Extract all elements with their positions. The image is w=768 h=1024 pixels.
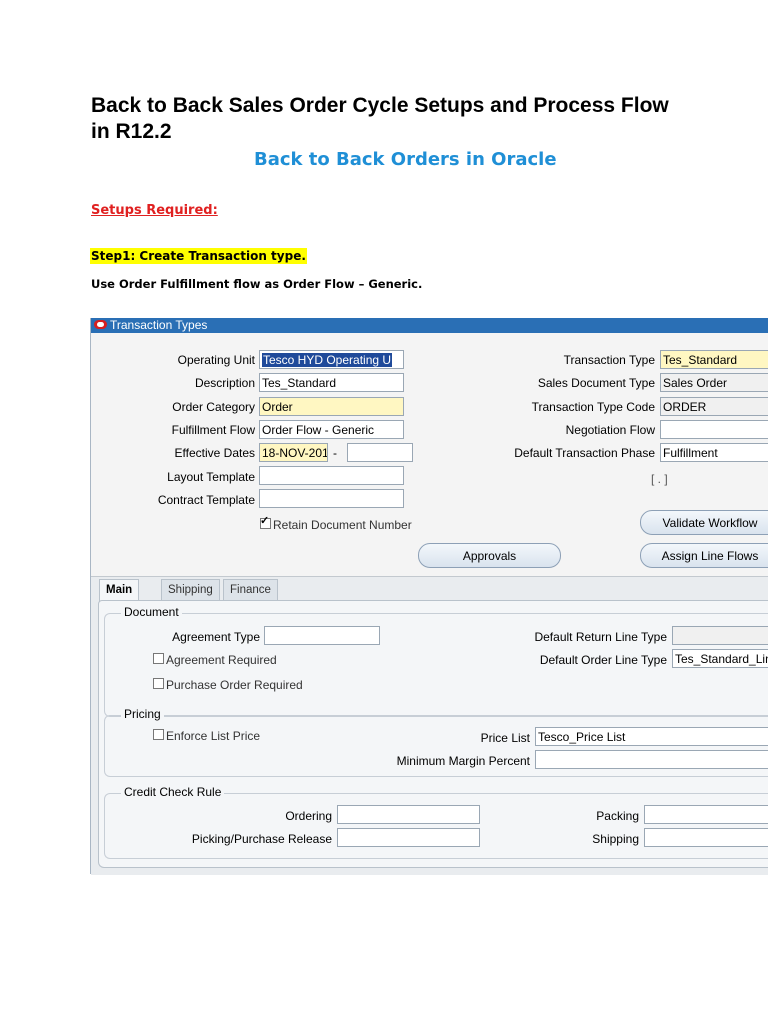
tab-shipping[interactable]: Shipping [161, 579, 220, 600]
effective-date-to-field[interactable] [347, 443, 413, 462]
checkbox-unchecked-icon [153, 729, 164, 740]
tab-finance[interactable]: Finance [223, 579, 278, 600]
credit-check-rule-group [104, 793, 768, 859]
agreement-required-checkbox[interactable]: Agreement Required [153, 653, 277, 667]
header-region: Operating Unit Tesco HYD Operating U Des… [91, 333, 768, 576]
fulfillment-flow-field[interactable]: Order Flow - Generic [259, 420, 404, 439]
transaction-type-code-label: Transaction Type Code [531, 400, 655, 414]
contract-template-field[interactable] [259, 489, 404, 508]
checkbox-checked-icon [260, 514, 271, 529]
agreement-type-field[interactable] [264, 626, 380, 645]
effective-date-from-field[interactable]: 18-NOV-201 [259, 443, 328, 462]
page-title: Back to Back Sales Order Cycle Setups an… [91, 94, 669, 143]
enforce-list-price-label: Enforce List Price [166, 729, 261, 743]
window-titlebar: Transaction Types [91, 318, 768, 333]
operating-unit-field[interactable]: Tesco HYD Operating U [259, 350, 404, 369]
transaction-type-code-field[interactable]: ORDER [660, 397, 768, 416]
price-list-field[interactable]: Tesco_Price List [535, 727, 768, 746]
po-required-checkbox[interactable]: Purchase Order Required [153, 678, 303, 692]
ordering-label: Ordering [285, 809, 332, 823]
credit-check-rule-heading: Credit Check Rule [121, 785, 225, 799]
sales-document-type-label: Sales Document Type [537, 376, 655, 390]
tab-main[interactable]: Main [99, 579, 140, 601]
enforce-list-price-checkbox[interactable]: Enforce List Price [153, 729, 260, 743]
document-group [104, 613, 768, 717]
oracle-logo-icon [94, 320, 107, 329]
main-tab-panel: Document Agreement Type Agreement Requir… [98, 600, 768, 868]
order-category-label: Order Category [172, 400, 255, 414]
shipping-label: Shipping [592, 832, 639, 846]
effective-dates-label: Effective Dates [174, 446, 255, 460]
layout-template-field[interactable] [259, 466, 404, 485]
default-return-line-type-field[interactable] [672, 626, 768, 645]
operating-unit-value: Tesco HYD Operating U [262, 353, 393, 367]
price-list-label: Price List [480, 731, 530, 745]
default-order-line-type-field[interactable]: Tes_Standard_Lin [672, 649, 768, 668]
agreement-type-label: Agreement Type [172, 630, 260, 644]
window-title: Transaction Types [110, 318, 208, 332]
sales-document-type-field[interactable]: Sales Order [660, 373, 768, 392]
subtitle: Back to Back Orders in Oracle [254, 149, 557, 170]
transaction-type-label: Transaction Type [563, 353, 655, 367]
po-required-label: Purchase Order Required [166, 678, 303, 692]
date-separator: - [333, 446, 337, 460]
retain-document-number-label: Retain Document Number [273, 518, 412, 532]
minimum-margin-percent-field[interactable] [535, 750, 768, 769]
transaction-types-window: Transaction Types Operating Unit Tesco H… [90, 318, 768, 875]
pricing-group [104, 715, 768, 777]
approvals-button[interactable]: Approvals [418, 543, 561, 568]
descriptive-flexfield[interactable]: [ . ] [651, 472, 668, 486]
operating-unit-label: Operating Unit [177, 353, 255, 367]
description-field[interactable]: Tes_Standard [259, 373, 404, 392]
shipping-field[interactable] [644, 828, 768, 847]
default-transaction-phase-label: Default Transaction Phase [514, 446, 655, 460]
ordering-field[interactable] [337, 805, 480, 824]
fulfillment-flow-label: Fulfillment Flow [171, 423, 255, 437]
instruction-text: Use Order Fulfillment flow as Order Flow… [91, 277, 423, 291]
step1-heading: Step1: Create Transaction type. [90, 248, 307, 264]
pricing-heading: Pricing [121, 707, 164, 721]
tab-region: Main Shipping Finance Document Agreement… [91, 576, 768, 875]
checkbox-unchecked-icon [153, 678, 164, 689]
assign-line-flows-button[interactable]: Assign Line Flows [640, 543, 768, 568]
contract-template-label: Contract Template [157, 493, 255, 507]
retain-document-number-checkbox[interactable]: Retain Document Number [260, 514, 412, 532]
default-order-line-type-label: Default Order Line Type [539, 653, 667, 667]
picking-purchase-release-field[interactable] [337, 828, 480, 847]
default-transaction-phase-field[interactable]: Fulfillment [660, 443, 768, 462]
agreement-required-label: Agreement Required [166, 653, 277, 667]
transaction-type-field[interactable]: Tes_Standard [660, 350, 768, 369]
packing-field[interactable] [644, 805, 768, 824]
packing-label: Packing [596, 809, 639, 823]
order-category-field[interactable]: Order [259, 397, 404, 416]
layout-template-label: Layout Template [167, 470, 255, 484]
setups-heading: Setups Required: [91, 203, 218, 218]
minimum-margin-percent-label: Minimum Margin Percent [396, 754, 530, 768]
default-return-line-type-label: Default Return Line Type [534, 630, 667, 644]
description-label: Description [194, 376, 255, 390]
negotiation-flow-field[interactable] [660, 420, 768, 439]
document-heading: Document [121, 605, 182, 619]
checkbox-unchecked-icon [153, 653, 164, 664]
picking-purchase-release-label: Picking/Purchase Release [191, 832, 332, 846]
negotiation-flow-label: Negotiation Flow [565, 423, 655, 437]
validate-workflow-button[interactable]: Validate Workflow [640, 510, 768, 535]
